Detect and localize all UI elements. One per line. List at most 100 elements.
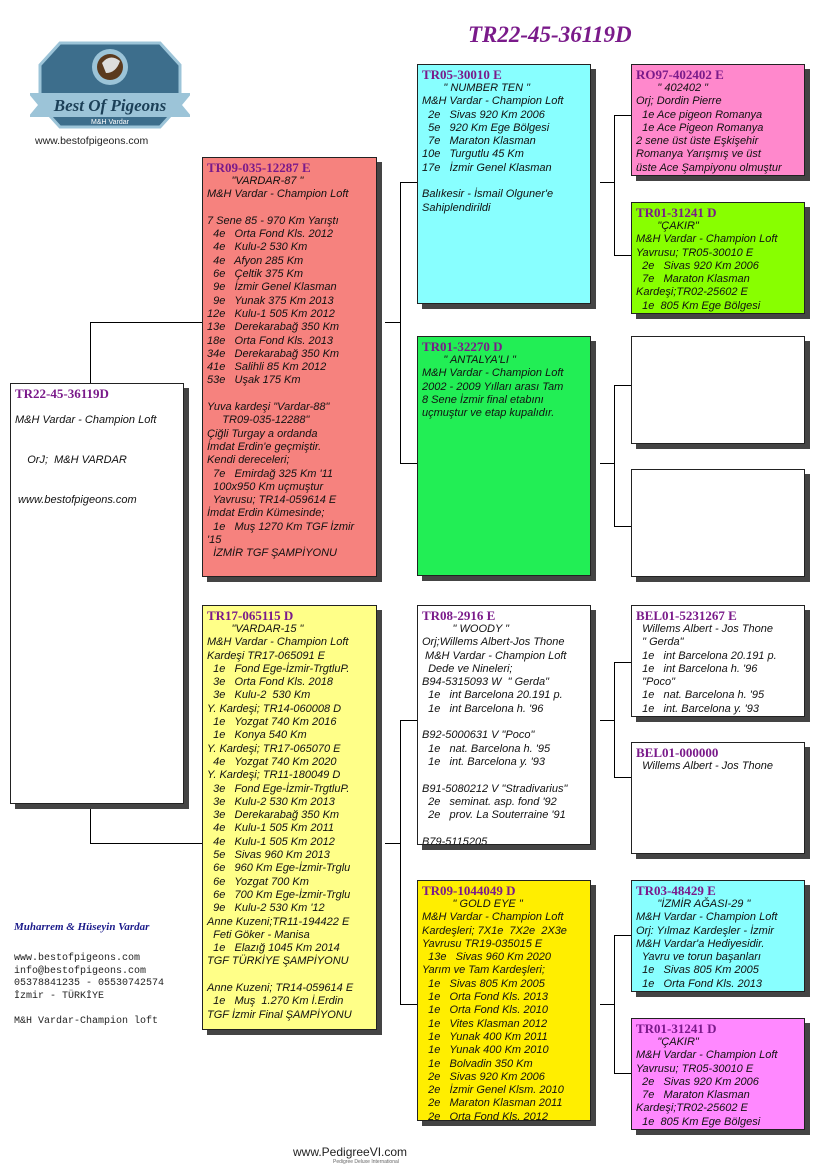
- connector-line: [400, 720, 401, 1005]
- pedigree-line: 1e Vites Klasman 2012: [422, 1017, 548, 1030]
- pedigree-line: B94-5315093 W " Gerda": [422, 676, 550, 689]
- pedigree-line: uçmuştur ve etap kupalıdır.: [422, 407, 555, 420]
- pedigree-line: 5e Sivas 960 Km 2013: [207, 849, 330, 862]
- pedigree-line: 1e int Barcelona 20.191 p.: [636, 649, 777, 662]
- pedigree-line: 7e Maraton Klasman: [636, 1089, 750, 1102]
- pedigree-line: 53e Uşak 175 Km: [207, 374, 301, 387]
- pedigree-line: M&H Vardar - Champion Loft: [636, 1049, 778, 1062]
- pedigree-line: Anne Kuzeni;TR11-194422 E: [207, 915, 350, 928]
- connector-line: [600, 182, 615, 183]
- sire-sire-box: TR05-30010 E " NUMBER TEN "M&H Vardar - …: [417, 64, 591, 304]
- connector-line: [614, 115, 631, 116]
- connector-line: [614, 255, 631, 256]
- ring-number: TR01-31241 D: [636, 1021, 717, 1036]
- pedigree-line: Romanya Yarışmış ve üst: [636, 148, 761, 161]
- pedigree-line: İmdat Erdin'e geçmiştir.: [207, 440, 322, 453]
- pedigree-line: 2e İzmir Genel Klsm. 2010: [422, 1084, 564, 1097]
- pedigree-line: 1e Yozgat 740 Km 2016: [207, 716, 337, 729]
- pedigree-line: Orj: Yılmaz Kardeşler - İzmir: [636, 924, 774, 937]
- connector-line: [614, 935, 631, 936]
- connector-line: [385, 322, 401, 323]
- pedigree-line: 100x950 Km uçmuştur: [207, 480, 324, 493]
- pedigree-line: 1e int. Barcelona y. '93: [636, 702, 759, 715]
- pedigree-line: 3e Orta Fond Kls. 2018: [207, 676, 333, 689]
- pedigree-line: Yavrusu; TR14-059614 E: [207, 494, 337, 507]
- pedigree-line: 8 Sene İzmir final etabını: [422, 393, 544, 406]
- pedigree-line: Kardeşleri; 7X1e 7X2e 2X3e: [422, 924, 567, 937]
- pedigree-line: 2002 - 2009 Yılları arası Tam: [422, 380, 564, 393]
- connector-line: [90, 843, 202, 844]
- pedigree-line: [15, 481, 179, 494]
- pedigree-line: 1e int Barcelona h. '96: [636, 662, 758, 675]
- pedigree-line: 2e Orta Fond Kls. 2012: [422, 1110, 548, 1121]
- pedigree-line: 7e Emirdağ 325 Km '11: [207, 467, 334, 480]
- pedigree-line: M&H Vardar - Champion Loft: [636, 911, 778, 924]
- ring-number: TR01-31241 D: [636, 205, 717, 220]
- pedigree-line: 1e Elazığ 1045 Km 2014: [207, 942, 340, 955]
- pedigree-line: 1e Konya 540 Km: [207, 729, 307, 742]
- connector-line: [614, 526, 631, 527]
- sire-dam-dam-box: [631, 469, 805, 577]
- pedigree-line: 18e Orta Fond Kls. 2013: [207, 334, 333, 347]
- ring-number: RO97-402402 E: [636, 67, 724, 82]
- ring-number: TR08-2916 E: [422, 608, 496, 623]
- pedigree-line: 5e 920 Km Ege Bölgesi: [422, 121, 550, 134]
- pedigree-line: M&H Vardar - Champion Loft: [207, 636, 349, 649]
- pedigree-line: 1e nat. Barcelona h. '95: [636, 689, 765, 702]
- ring-number: TR05-30010 E: [422, 67, 502, 82]
- pedigree-line: [207, 202, 372, 215]
- pedigree-line: 7 Sene 85 - 970 Km Yarıştı: [207, 214, 339, 227]
- pedigree-line: "İZMİR AĞASI-29 ": [636, 898, 751, 910]
- pedigree-line: 6e Yozgat 700 Km: [207, 875, 309, 888]
- pedigree-line: M&H Vardar - Champion Loft: [207, 188, 349, 201]
- pedigree-line: 4e Afyon 285 Km: [207, 254, 304, 267]
- ring-number: TR09-035-12287 E: [207, 160, 311, 175]
- pedigree-line: [15, 401, 179, 414]
- pedigree-line: [207, 969, 372, 982]
- pedigree-line: 7e Maraton Klasman: [636, 273, 750, 286]
- pedigree-line: "VARDAR-87 ": [207, 175, 304, 187]
- dam-box: TR17-065115 D "VARDAR-15 "M&H Vardar - C…: [202, 605, 377, 1030]
- pedigree-line: B79-5115205: [422, 835, 488, 845]
- pedigree-line: İZMİR TGF ŞAMPİYONU: [207, 547, 337, 560]
- ring-number: TR17-065115 D: [207, 608, 294, 623]
- pedigree-line: 4e Kulu-2 530 Km: [207, 241, 308, 254]
- pedigree-line: 1e Orta Fond Kls. 2013: [422, 991, 548, 1004]
- pedigree-line: " Gerda": [636, 636, 684, 649]
- pedigree-line: 2 sene üst üste Eşkişehir: [636, 135, 759, 148]
- pedigree-line: üste Ace Şampiyonu olmuştur: [636, 161, 782, 174]
- pedigree-line: Orj;Willems Albert-Jos Thone: [422, 636, 565, 649]
- pedigree-line: [15, 441, 179, 454]
- pedigree-line: Kardeşi;TR02-25602 E: [636, 1102, 748, 1115]
- pedigree-line: Yavru ve torun başanları: [636, 951, 761, 964]
- sire-dam-sire-box: [631, 336, 805, 444]
- pedigree-line: M&H Vardar - Champion Loft: [15, 414, 157, 427]
- pedigree-line: Kardeşi;TR02-25602 E: [636, 286, 748, 299]
- pedigree-line: Çiğli Turgay a ordanda: [207, 427, 318, 440]
- pedigree-line: 41e Salihli 85 Km 2012: [207, 361, 327, 374]
- logo-url[interactable]: www.bestofpigeons.com: [35, 135, 149, 147]
- sire-box: TR09-035-12287 E "VARDAR-87 "M&H Vardar …: [202, 157, 377, 577]
- pedigree-line: 6e 700 Km Ege-İzmir-Trglu: [207, 888, 351, 901]
- connector-line: [385, 843, 401, 844]
- footer-brand[interactable]: www.PedigreeVI.com Pedigree Deluxe Inter…: [293, 1145, 407, 1165]
- connector-line: [400, 182, 417, 183]
- ring-number: TR01-32270 D: [422, 339, 503, 354]
- connector-line: [600, 463, 615, 464]
- pedigree-line: 1e Ace pigeon Romanya: [636, 108, 763, 121]
- connector-line: [614, 662, 615, 777]
- pedigree-line: Willems Albert - Jos Thone: [636, 623, 774, 635]
- pedigree-line: Yuva kardeşi "Vardar-88": [207, 401, 330, 414]
- pedigree-line: TR09-035-12288": [207, 414, 310, 427]
- ring-number: BEL01-000000: [636, 745, 719, 760]
- pedigree-line: 2e prov. La Souterraine '91: [422, 809, 566, 822]
- connector-line: [400, 463, 417, 464]
- pedigree-line: M&H Vardar - Champion Loft: [422, 649, 567, 662]
- pedigree-line: 6e Çeltik 375 Km: [207, 268, 303, 281]
- connector-line: [614, 385, 615, 526]
- pedigree-line: Sahiplendirildi: [422, 201, 491, 214]
- pedigree-line: 9e Yunak 375 Km 2013: [207, 294, 334, 307]
- logo-subtext: M&H Vardar: [91, 119, 130, 126]
- pedigree-line: 1e Muş 1.270 Km İ.Erdin: [207, 995, 344, 1008]
- pedigree-line: 9e Kulu-2 530 Km '12: [207, 902, 325, 915]
